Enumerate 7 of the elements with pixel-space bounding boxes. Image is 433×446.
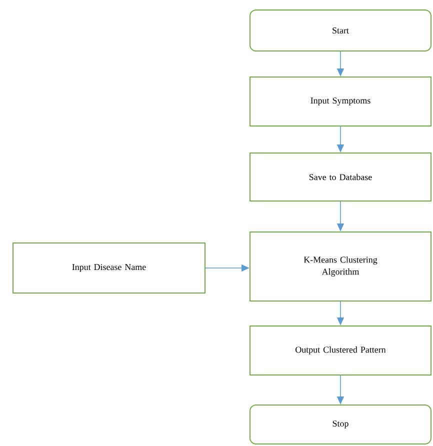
process-box: Output Clustered Pattern — [250, 326, 432, 376]
terminal-box: Start — [250, 10, 432, 52]
process-box: K-Means Clustering Algorithm — [250, 232, 432, 302]
process-box: Input Disease Name — [12, 242, 206, 294]
terminal-box: Stop — [250, 404, 432, 444]
process-box: Input Symptoms — [250, 76, 432, 126]
process-box: Save to Database — [250, 152, 432, 202]
